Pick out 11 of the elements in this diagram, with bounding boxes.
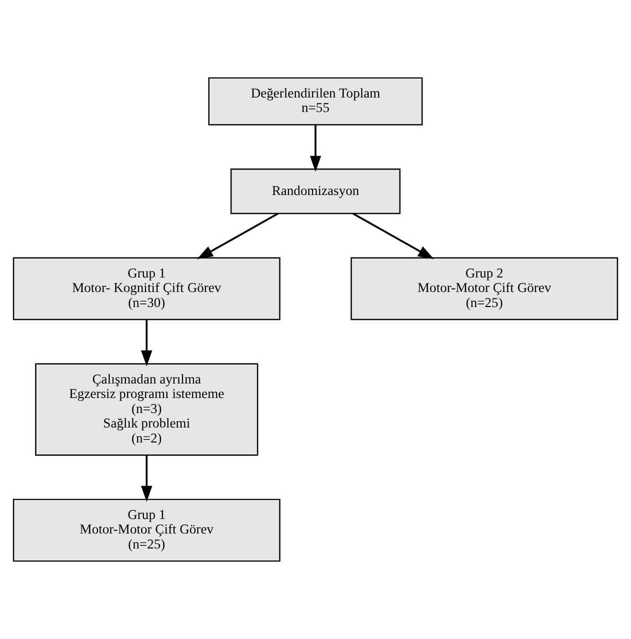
node-box: Grup 1 Motor-Motor Çift Görev (n=25) [12, 498, 280, 562]
node-box: Randomizasyon [230, 168, 401, 214]
arrow [196, 212, 278, 260]
node-box: Grup 1 Motor- Kognitif Çift Görev (n=30) [12, 257, 280, 320]
arrow [310, 125, 322, 172]
arrow [352, 212, 434, 260]
node-box: Çalışmadan ayrılma Egzersiz programı istememe (n=3) Sağlık problemi (n=2) [35, 363, 258, 456]
node-box: Değerlendirilen Toplam n=55 [208, 77, 423, 126]
arrow [141, 320, 152, 366]
arrow [141, 455, 152, 502]
node-box: Grup 2 Motor-Motor Çift Görev (n=25) [350, 257, 618, 320]
